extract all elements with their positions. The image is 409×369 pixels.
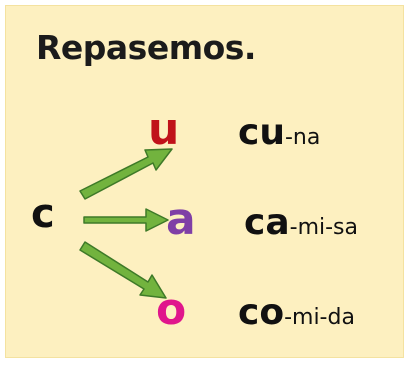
- syllable-ca: ca: [244, 202, 290, 243]
- vowel-o: o: [156, 284, 187, 335]
- arrow-up-right-icon: [79, 148, 173, 200]
- word-rest-camisa: -mi-sa: [289, 215, 359, 240]
- arrows-diagram: [79, 148, 173, 299]
- arrow-right-icon: [83, 208, 169, 232]
- vowel-u: u: [148, 104, 180, 155]
- word-rest-comida: -mi-da: [284, 305, 355, 330]
- vowel-a: a: [166, 194, 196, 245]
- arrow-down-right-icon: [79, 241, 167, 299]
- word-rest-cuna: -na: [284, 125, 321, 150]
- word-camisa: ca-mi-sa: [244, 202, 358, 243]
- consonant-letter: c: [31, 191, 55, 237]
- lesson-title: Repasemos.: [36, 28, 256, 67]
- syllable-cu: cu: [238, 112, 285, 153]
- word-cuna: cu-na: [238, 112, 320, 153]
- word-comida: co-mi-da: [238, 292, 355, 333]
- lesson-card: Repasemos. c u a o cu-na ca-mi-sa co-mi-…: [5, 5, 404, 358]
- syllable-co: co: [238, 292, 285, 333]
